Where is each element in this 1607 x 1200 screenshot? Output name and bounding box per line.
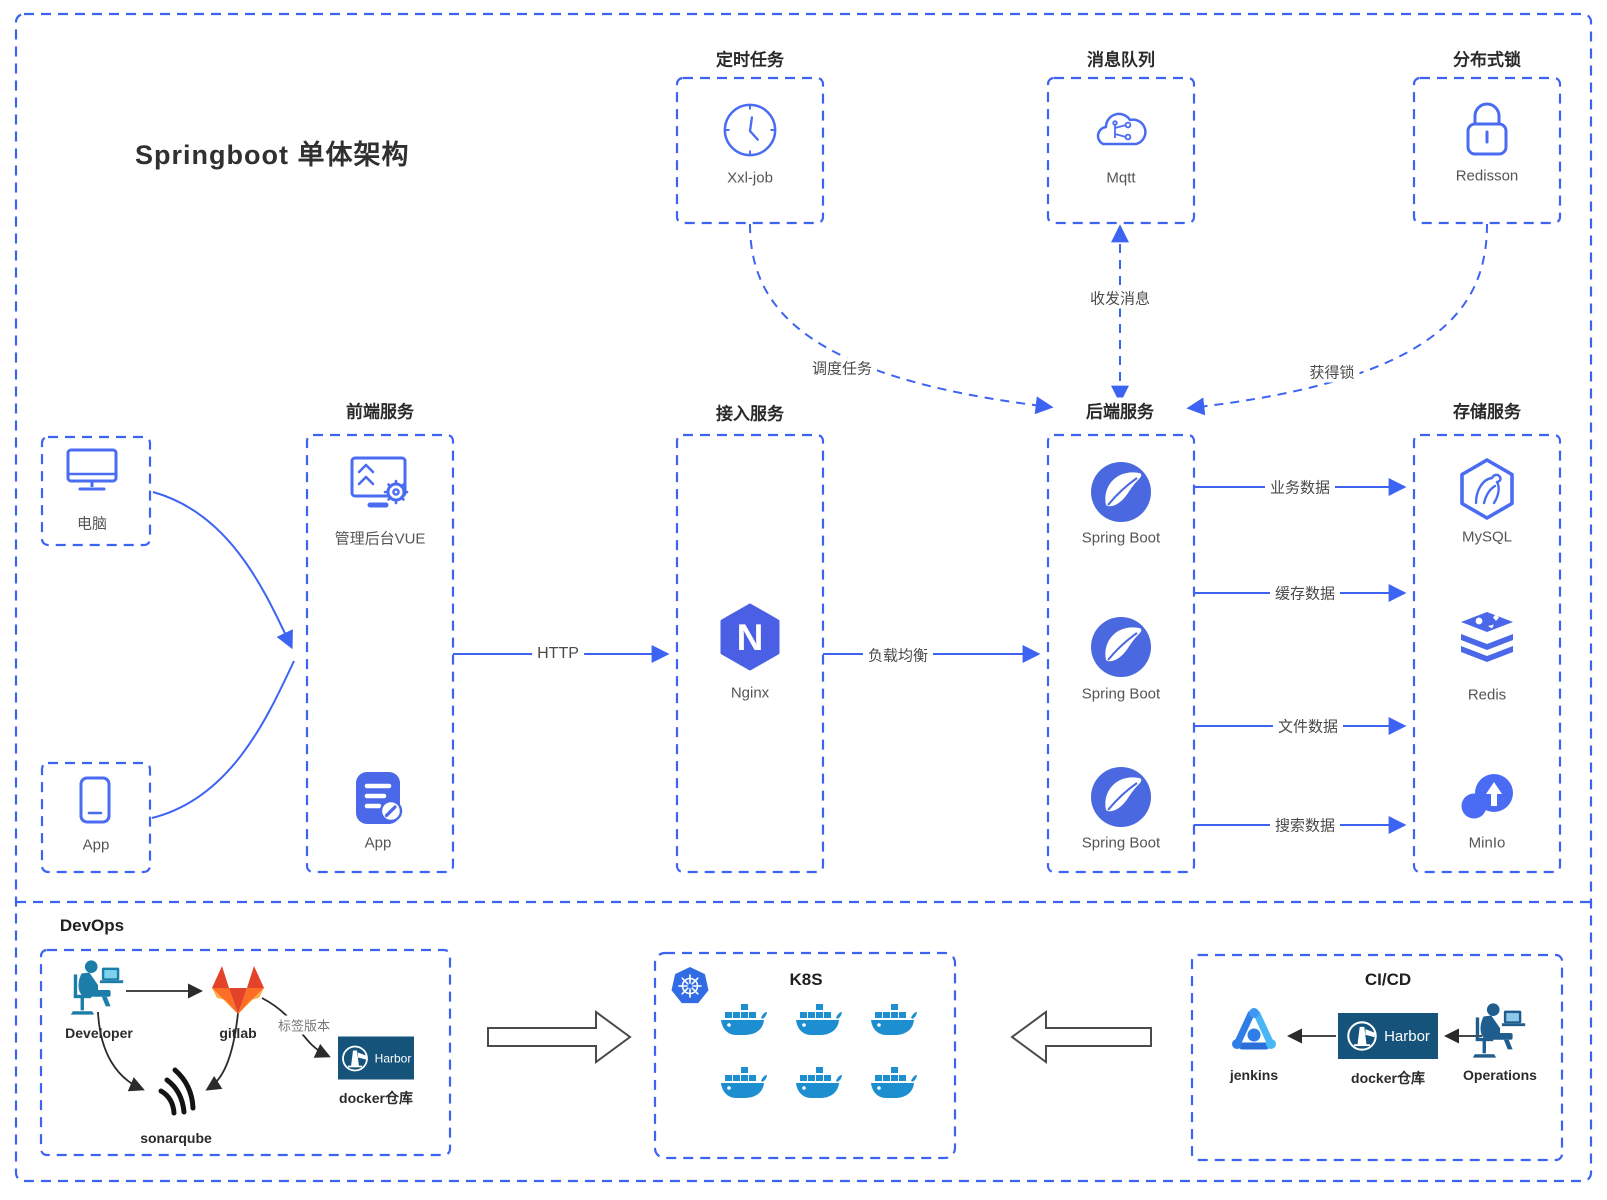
http-label: HTTP [532, 645, 584, 663]
k8s-box [653, 951, 957, 1160]
harbor-lighthouse-icon [341, 1045, 368, 1071]
docker-icon [721, 1067, 767, 1098]
jenkins-label: jenkins [1229, 1067, 1279, 1083]
harbor-logo: Harbor [338, 1036, 414, 1080]
gitlab-icon [212, 966, 264, 1014]
docker-icon [796, 1067, 842, 1098]
dispatch-task-label: 调度任务 [806, 357, 878, 379]
minio-label: MinIo [1468, 834, 1506, 852]
gitlab-label: gitlab [219, 1025, 257, 1041]
scheduled-box [675, 76, 825, 225]
app-doc-icon [356, 772, 403, 824]
edge-gitlab-sonarqube [205, 1012, 239, 1091]
docker-icon [871, 1067, 917, 1098]
nginx-icon: N [720, 603, 780, 671]
springboot-label-3: Spring Boot [1081, 834, 1161, 852]
devops-title: DevOps [59, 916, 125, 935]
file-data-label: 文件数据 [1272, 715, 1344, 737]
harbor-text: Harbor [374, 1051, 412, 1065]
mysql-icon [1460, 458, 1514, 520]
load-balance-label: 负载均衡 [862, 644, 934, 666]
redis-label: Redis [1467, 686, 1507, 704]
cicd-box [1190, 953, 1564, 1162]
sonarqube-label: sonarqube [140, 1130, 212, 1146]
tag-version-label: 标签版本 [274, 1015, 334, 1035]
mysql-label: MySQL [1461, 528, 1513, 546]
business-data-label: 业务数据 [1264, 476, 1336, 498]
search-data-label: 搜索数据 [1269, 814, 1341, 836]
sonarqube-icon [158, 1067, 196, 1116]
devops-box [39, 948, 452, 1157]
cache-data-label: 缓存数据 [1269, 582, 1341, 604]
docker-icon [871, 1004, 917, 1035]
phone-icon [79, 776, 111, 824]
springboot-icon [1091, 617, 1151, 677]
lock-icon [1466, 102, 1508, 156]
minio-icon [1461, 774, 1513, 819]
edge-acquire-lock [1186, 223, 1488, 416]
edge-app-frontend [151, 660, 295, 819]
xxljob-label: Xxl-job [727, 169, 773, 187]
harbor-lighthouse-icon [1347, 1021, 1377, 1051]
outer-border [14, 12, 1593, 1183]
admin-vue-icon [350, 456, 409, 508]
acquire-lock-label: 获得锁 [1304, 361, 1360, 383]
admin-vue-label: 管理后台VUE [334, 530, 426, 548]
clock-icon [723, 103, 777, 157]
pc-box [40, 435, 152, 547]
app-client-box [40, 761, 152, 874]
mq-title: 消息队列 [1081, 45, 1161, 71]
page-title: Springboot 单体架构 [135, 140, 410, 170]
docker-cluster [721, 1004, 917, 1098]
computer-icon [66, 448, 118, 491]
developer-label: Developer [65, 1025, 133, 1041]
backend-title: 后端服务 [1080, 397, 1160, 423]
pc-label: 电脑 [76, 515, 108, 533]
docker-icon [796, 1004, 842, 1035]
frontend-app-label: App [364, 834, 392, 852]
docker-icon [721, 1004, 767, 1035]
storage-title: 存储服务 [1447, 397, 1527, 423]
harbor-logo-cicd: Harbor [1338, 1013, 1438, 1059]
scheduled-title: 定时任务 [710, 45, 790, 71]
app-client-label: App [82, 836, 110, 854]
redis-icon [1461, 612, 1513, 662]
mq-box [1046, 76, 1196, 225]
developer-icon [70, 960, 124, 1015]
edge-pc-frontend [152, 491, 293, 650]
redisson-label: Redisson [1455, 167, 1519, 185]
lock-box [1412, 76, 1562, 225]
docker-repo-cicd-label: docker仓库 [1351, 1070, 1425, 1086]
nginx-letter: N [737, 617, 764, 658]
mqtt-label: Mqtt [1106, 169, 1136, 187]
big-arrow-right [487, 1010, 632, 1064]
messages-label: 收发消息 [1084, 287, 1156, 309]
operations-icon [1472, 1003, 1526, 1058]
frontend-title: 前端服务 [340, 397, 420, 423]
kubernetes-icon [671, 967, 709, 1004]
harbor-text: Harbor [1384, 1027, 1430, 1045]
access-title: 接入服务 [710, 399, 790, 425]
big-arrow-left [1010, 1010, 1152, 1064]
edge-dispatch-task [749, 223, 1054, 415]
k8s-title: K8S [789, 970, 823, 989]
operations-label: Operations [1463, 1067, 1537, 1083]
lock-title: 分布式锁 [1447, 45, 1527, 71]
springboot-icon [1091, 462, 1151, 522]
edge-developer-sonarqube [97, 1011, 145, 1092]
jenkins-icon [1232, 1008, 1276, 1050]
springboot-label-1: Spring Boot [1081, 529, 1161, 547]
mqtt-cloud-icon [1096, 112, 1147, 146]
nginx-label: Nginx [730, 684, 770, 702]
cicd-title: CI/CD [1364, 970, 1412, 989]
springboot-label-2: Spring Boot [1081, 685, 1161, 703]
springboot-icon [1091, 767, 1151, 827]
docker-repo-label: docker仓库 [339, 1090, 413, 1106]
